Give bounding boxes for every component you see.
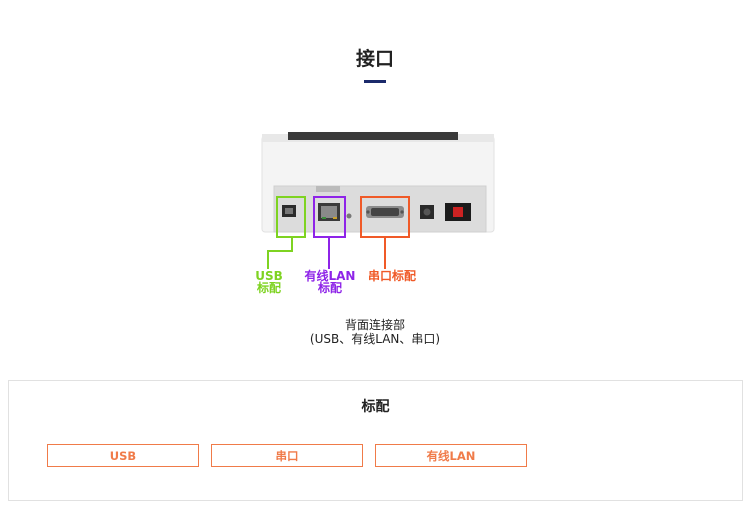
interface-chip-usb: USB xyxy=(47,444,199,467)
interface-chip-lan: 有线LAN xyxy=(375,444,527,467)
caption-line1: 背面连接部 xyxy=(344,318,405,332)
lan-callout-line1: 有线LAN xyxy=(304,269,356,283)
title-underline xyxy=(364,80,386,83)
serial-callout-label: 串口标配 xyxy=(367,269,416,283)
caption-line2: (USB、有线LAN、串口) xyxy=(309,332,441,346)
usb-callout-line1: USB xyxy=(255,269,283,283)
lan-callout-line2: 标配 xyxy=(317,281,342,295)
image-caption: 背面连接部 (USB、有线LAN、串口) xyxy=(0,318,750,346)
interface-chip-serial: 串口 xyxy=(211,444,363,467)
standard-config-panel: 标配 USB 串口 有线LAN xyxy=(8,380,743,501)
printer-back-panel-image xyxy=(250,128,500,298)
section-title: 接口 xyxy=(355,48,394,70)
lan-callout-label: 有线LAN 标配 xyxy=(298,270,362,294)
usb-callout-line2: 标配 xyxy=(256,281,281,295)
usb-callout-label: USB 标配 xyxy=(249,270,289,294)
standard-config-title: 标配 xyxy=(361,399,390,415)
